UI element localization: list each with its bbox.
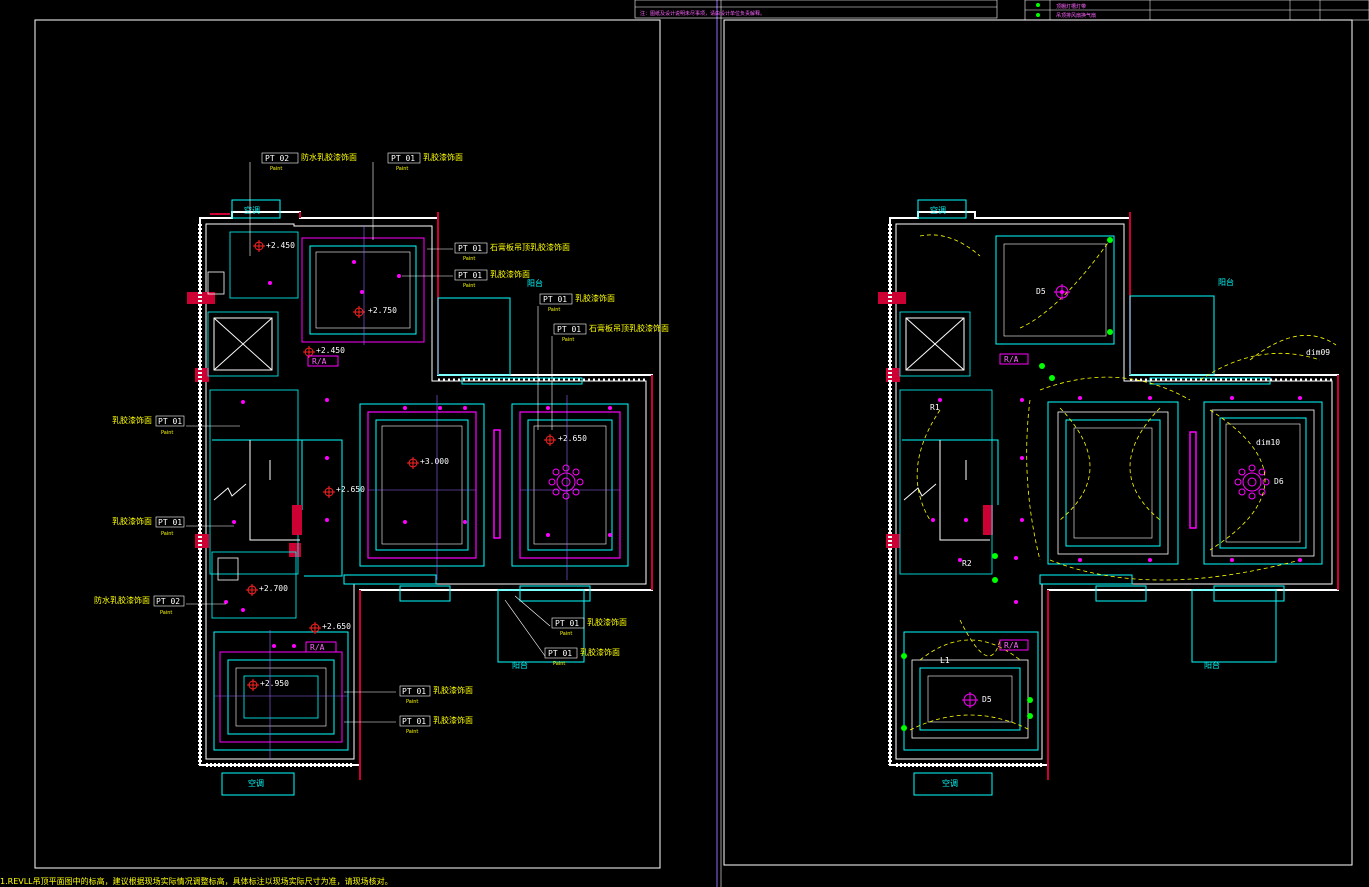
tag-11-sub: Paint (553, 661, 565, 667)
tag-10-note: 乳胶漆饰面 (587, 617, 627, 627)
left-ra-2: R/A (310, 643, 325, 652)
left-bottom-balcony (221, 772, 295, 796)
elev-5: +2.650 (558, 434, 587, 443)
right-label-r2: R2 (962, 559, 972, 568)
tag-1-code: PT 02 (265, 154, 289, 163)
right-balcony-label: 阳台 (1218, 277, 1234, 287)
tag-7-note: 乳胶漆饰面 (112, 415, 152, 425)
bottom-note: 1.REVLL吊顶平面图中的标高，建议根据现场实际情况调整标高，具体标注以现场实… (0, 877, 393, 886)
tag-8-sub: Paint (161, 531, 173, 537)
elev-8: +2.650 (322, 622, 351, 631)
tag-10-code: PT 01 (555, 619, 579, 628)
tag-4-code: PT 01 (458, 271, 482, 280)
tag-12-note: 乳胶漆饰面 (433, 685, 473, 695)
tag-4-sub: Paint (463, 283, 475, 289)
tag-9-note: 防水乳胶漆饰面 (94, 595, 150, 605)
right-balcony-label-2: 阳台 (1204, 660, 1220, 670)
left-sheet-frame (34, 19, 661, 869)
left-ceiling-plan: 空调 空调 阳台 阳台 (94, 152, 669, 796)
tag-2-note: 乳胶漆饰面 (423, 152, 463, 162)
top-note-text: 注：图纸及设计说明未尽事项，请由设计单位负责解释。 (640, 10, 765, 17)
right-label-d5a: D5 (1036, 287, 1046, 296)
elev-2: +2.750 (368, 306, 397, 315)
tag-8-note: 乳胶漆饰面 (112, 516, 152, 526)
elev-4: +3.000 (420, 457, 449, 466)
tag-6-sub: Paint (562, 337, 574, 343)
elev-9: +2.950 (260, 679, 289, 688)
tag-2-code: PT 01 (391, 154, 415, 163)
tag-12-sub: Paint (406, 699, 418, 705)
left-ra-1: R/A (312, 357, 327, 366)
right-top-ac-label: 空调 (930, 205, 946, 215)
right-lighting-plan: 空调 空调 阳台 阳台 (878, 199, 1339, 796)
tag-12-code: PT 01 (402, 687, 426, 696)
left-balcony-label: 阳台 (527, 278, 543, 288)
tag-7-code: PT 01 (158, 417, 182, 426)
right-ra-2: R/A (1004, 641, 1019, 650)
tag-6-note: 石膏板吊顶乳胶漆饰面 (589, 323, 669, 333)
tag-13-code: PT 01 (402, 717, 426, 726)
tag-4-note: 乳胶漆饰面 (490, 269, 530, 279)
left-chandelier (548, 464, 584, 500)
right-label-dim10: dim10 (1256, 438, 1280, 447)
tag-6-code: PT 01 (557, 325, 581, 334)
tag-13-sub: Paint (406, 729, 418, 735)
legend-name-2: 吊顶排风扇换气扇 (1056, 12, 1096, 19)
left-bottom-ac-label: 空调 (248, 778, 264, 788)
tag-1-note: 防水乳胶漆饰面 (301, 152, 357, 162)
right-label-dim09: dim09 (1306, 348, 1330, 357)
tag-2-sub: Paint (396, 166, 408, 172)
elev-6: +2.650 (336, 485, 365, 494)
tag-3-code: PT 01 (458, 244, 482, 253)
right-ra-1: R/A (1004, 355, 1019, 364)
right-label-d5b: D5 (982, 695, 992, 704)
elev-1: +2.450 (266, 241, 295, 250)
tag-3-note: 石膏板吊顶乳胶漆饰面 (490, 242, 570, 252)
left-tags: PT 02 Paint 防水乳胶漆饰面 PT 01 Paint 乳胶漆饰面 PT… (94, 152, 669, 735)
top-notes-block: 注：图纸及设计说明未尽事项，请由设计单位负责解释。 (634, 0, 998, 19)
tag-9-sub: Paint (160, 610, 172, 616)
top-legend-block: 顶棚灯槽灯带 吊顶排风扇换气扇 (1024, 0, 1369, 21)
tag-5-sub: Paint (548, 307, 560, 313)
tag-10-sub: Paint (560, 631, 572, 637)
tag-11-note: 乳胶漆饰面 (580, 647, 620, 657)
elev-3: +2.450 (316, 346, 345, 355)
right-label-l1: L1 (940, 656, 950, 665)
tag-1-sub: Paint (270, 166, 282, 172)
legend-name-1: 顶棚灯槽灯带 (1056, 3, 1086, 10)
left-top-balcony (231, 199, 281, 219)
tag-3-sub: Paint (463, 256, 475, 262)
right-label-d6: D6 (1274, 477, 1284, 486)
left-top-ac-label: 空调 (244, 205, 260, 215)
right-bottom-ac-label: 空调 (942, 778, 958, 788)
tag-13-note: 乳胶漆饰面 (433, 715, 473, 725)
tag-5-note: 乳胶漆饰面 (575, 293, 615, 303)
tag-11-code: PT 01 (548, 649, 572, 658)
tag-7-sub: Paint (161, 430, 173, 436)
tag-9-code: PT 02 (156, 597, 180, 606)
tag-5-code: PT 01 (543, 295, 567, 304)
tag-8-code: PT 01 (158, 518, 182, 527)
elev-7: +2.700 (259, 584, 288, 593)
right-label-r1: R1 (930, 403, 940, 412)
left-balcony-label-2: 阳台 (512, 660, 528, 670)
